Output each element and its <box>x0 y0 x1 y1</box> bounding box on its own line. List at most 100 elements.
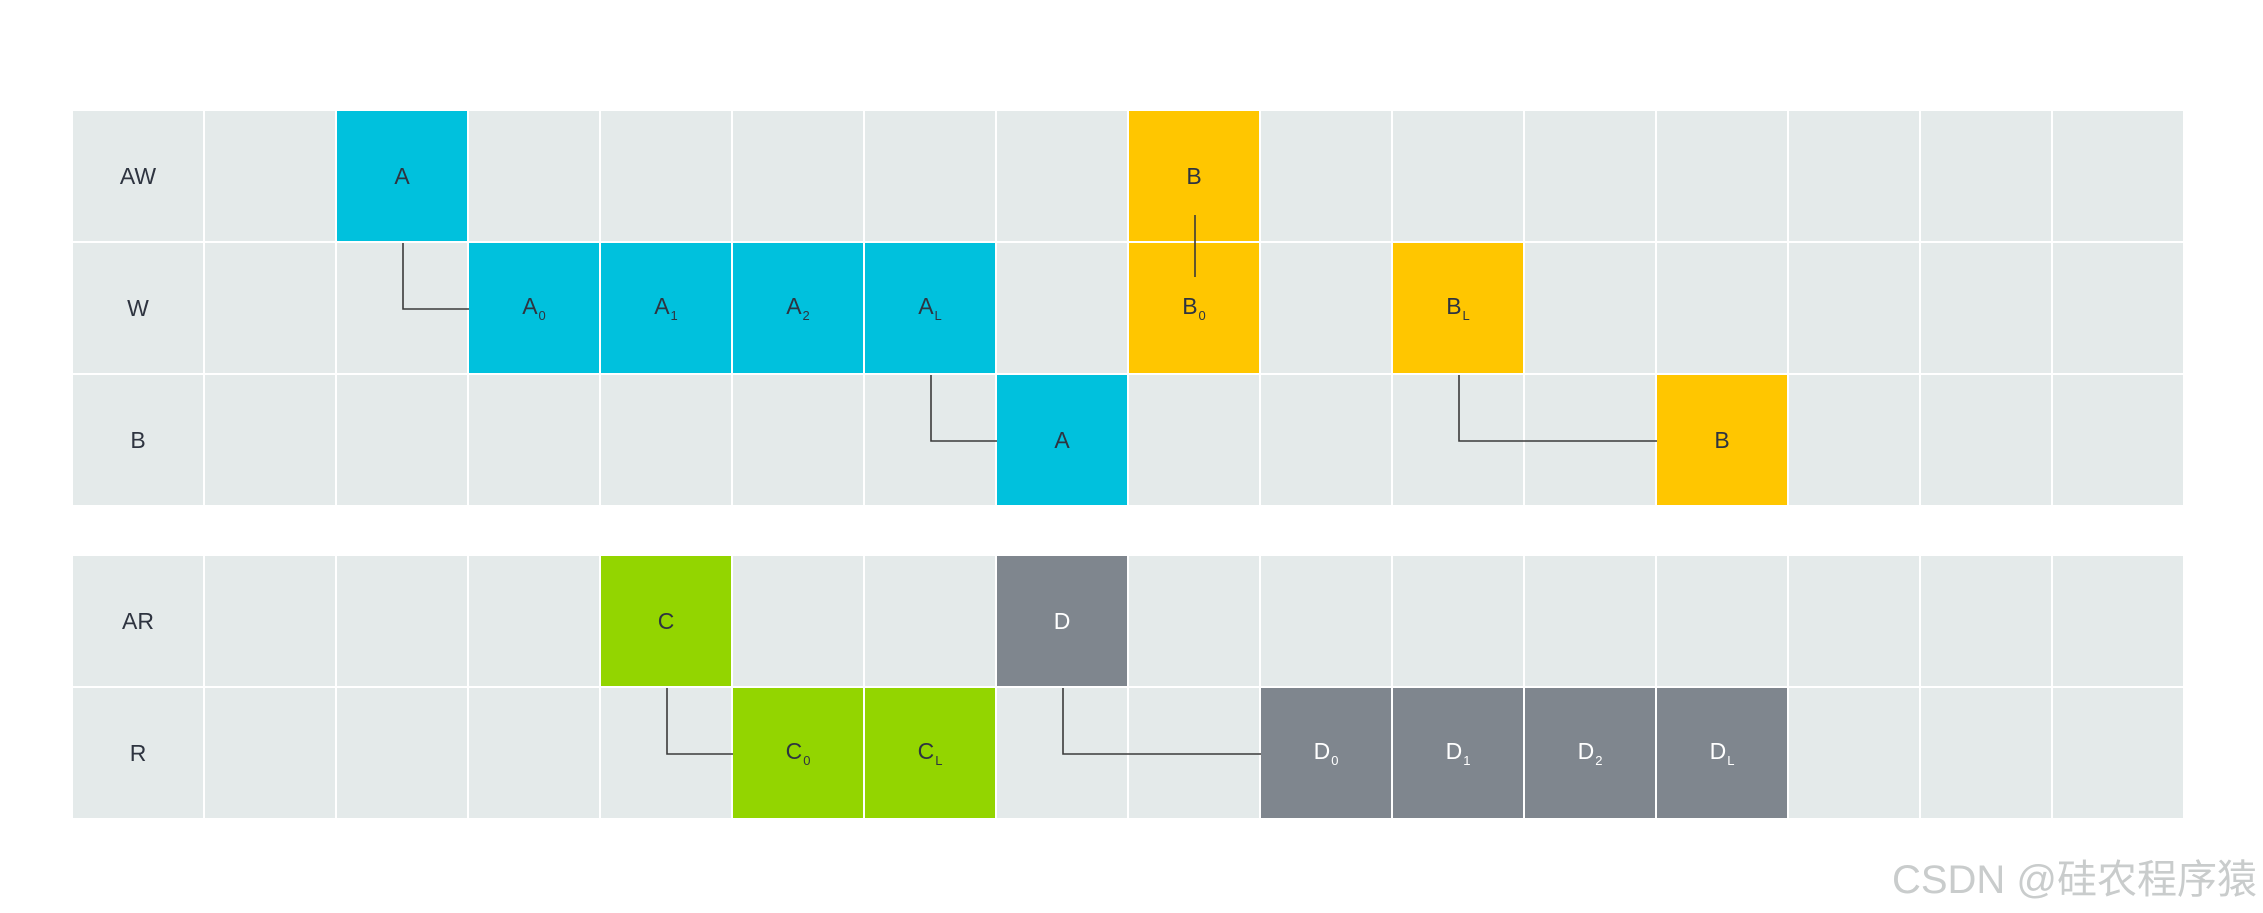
grid-cell <box>469 375 601 507</box>
block-main-text: A <box>786 293 802 319</box>
grid-cell <box>865 556 997 688</box>
block-main-text: A <box>1054 426 1070 453</box>
grid-cell <box>865 375 997 507</box>
block-r-cl: CL <box>865 688 997 820</box>
block-label: DL <box>1710 738 1735 768</box>
block-w-bl: BL <box>1393 243 1525 375</box>
block-r-d0: D0 <box>1261 688 1393 820</box>
block-label: B <box>1714 427 1729 454</box>
block-subscript: 1 <box>1463 753 1471 768</box>
grid-cell <box>733 111 865 243</box>
grid-cell <box>997 688 1129 820</box>
block-subscript: 1 <box>670 308 678 323</box>
row-label-b: B <box>73 375 205 507</box>
block-b-b: B <box>1657 375 1789 507</box>
grid-cell <box>1261 556 1393 688</box>
block-ar-d: D <box>997 556 1129 688</box>
block-main-text: C <box>917 738 935 764</box>
grid-cell <box>1921 375 2053 507</box>
block-w-a1: A1 <box>601 243 733 375</box>
block-aw-a: A <box>337 111 469 243</box>
grid-cell <box>1393 111 1525 243</box>
block-main-text: C <box>785 738 803 764</box>
grid-cell <box>1129 556 1261 688</box>
grid-cell <box>601 688 733 820</box>
grid-cell <box>2053 688 2185 820</box>
block-main-text: D <box>1313 738 1331 764</box>
block-subscript: 0 <box>538 308 546 323</box>
block-r-c0: C0 <box>733 688 865 820</box>
grid-cell <box>601 111 733 243</box>
grid-cell <box>2053 111 2185 243</box>
block-main-text: A <box>522 293 538 319</box>
block-main-text: B <box>1182 293 1198 319</box>
block-main-text: D <box>1053 607 1071 634</box>
row-label-aw: AW <box>73 111 205 243</box>
grid-cell <box>2053 556 2185 688</box>
grid-cell <box>205 556 337 688</box>
grid-cell <box>1129 375 1261 507</box>
grid-cell <box>1789 375 1921 507</box>
block-w-b0: B0 <box>1129 243 1261 375</box>
grid-cell <box>1789 243 1921 375</box>
grid-cell <box>1657 556 1789 688</box>
block-label: B <box>1186 163 1201 190</box>
block-label: BL <box>1446 293 1470 323</box>
block-subscript: 2 <box>1595 753 1603 768</box>
grid-cell <box>2053 243 2185 375</box>
block-label: C <box>658 608 675 635</box>
block-w-a0: A0 <box>469 243 601 375</box>
grid-cell <box>1525 111 1657 243</box>
block-subscript: L <box>935 753 943 768</box>
grid-cell <box>733 375 865 507</box>
grid-cell <box>1525 243 1657 375</box>
block-label: A <box>394 163 409 190</box>
block-label: D2 <box>1578 738 1603 768</box>
block-main-text: B <box>1714 426 1730 453</box>
grid-cell <box>1657 243 1789 375</box>
grid-cell <box>1525 556 1657 688</box>
watermark: CSDN @硅农程序猿 <box>1891 858 2257 902</box>
grid-cell <box>1789 556 1921 688</box>
block-w-al: AL <box>865 243 997 375</box>
grid-cell <box>1789 688 1921 820</box>
grid-cell <box>337 688 469 820</box>
block-b-a: A <box>997 375 1129 507</box>
grid-cell <box>469 111 601 243</box>
block-label: A2 <box>786 293 810 323</box>
block-main-text: D <box>1577 738 1595 764</box>
grid-cell <box>337 375 469 507</box>
block-label: B0 <box>1182 293 1206 323</box>
block-subscript: 0 <box>1198 308 1206 323</box>
block-label: D1 <box>1446 738 1471 768</box>
block-aw-b: B <box>1129 111 1261 243</box>
grid-cell <box>733 556 865 688</box>
grid-cell <box>1657 111 1789 243</box>
grid-cell <box>1789 111 1921 243</box>
grid-cell <box>205 111 337 243</box>
block-main-text: A <box>654 293 670 319</box>
block-label: A0 <box>522 293 546 323</box>
block-label: A1 <box>654 293 678 323</box>
grid-cell <box>1129 688 1261 820</box>
grid-cell <box>337 556 469 688</box>
block-main-text: C <box>657 607 675 634</box>
block-subscript: L <box>934 308 942 323</box>
grid-cell <box>1921 688 2053 820</box>
grid-cell <box>1393 556 1525 688</box>
block-label: CL <box>918 738 943 768</box>
block-label: C0 <box>786 738 811 768</box>
block-main-text: B <box>1446 293 1462 319</box>
grid-cell <box>205 375 337 507</box>
block-w-a2: A2 <box>733 243 865 375</box>
block-main-text: A <box>918 293 934 319</box>
grid-cell <box>1261 375 1393 507</box>
block-label: AL <box>918 293 942 323</box>
grid-cell <box>1525 375 1657 507</box>
grid-cell <box>205 688 337 820</box>
block-subscript: 0 <box>1331 753 1339 768</box>
grid-cell <box>337 243 469 375</box>
grid-cell <box>205 243 337 375</box>
grid-cell <box>865 111 997 243</box>
